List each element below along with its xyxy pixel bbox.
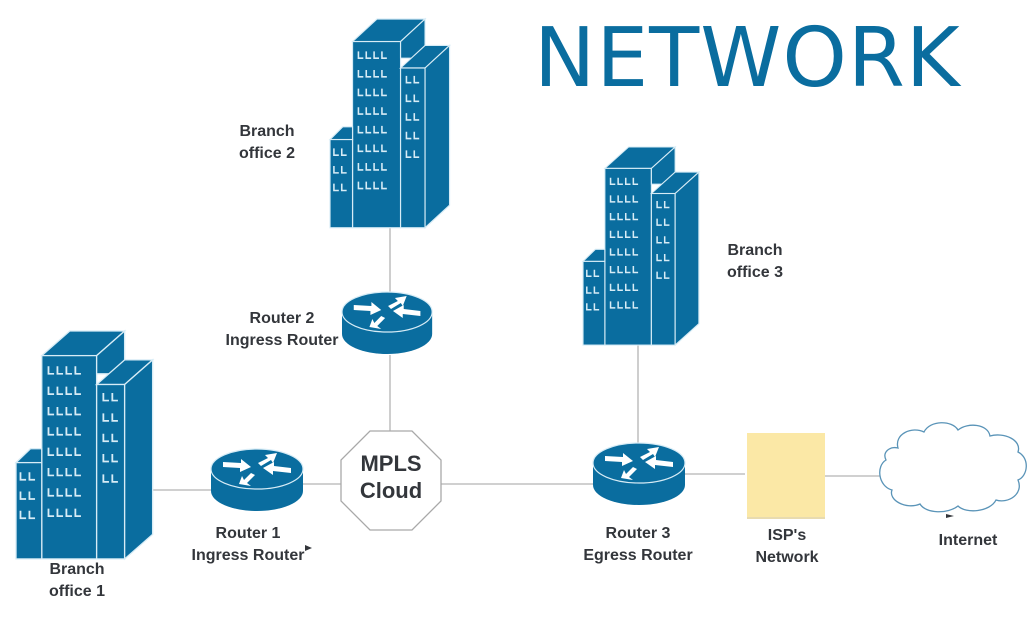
cloud-arrow-marker	[946, 514, 954, 518]
router-3-icon[interactable]	[592, 442, 686, 506]
router-3-label-line1: Router 3	[605, 525, 671, 542]
note-shadow	[747, 517, 825, 519]
branch-office-1-label-line2: office 1	[48, 583, 105, 600]
isp-network-label: ISP's Network	[746, 525, 828, 569]
router-2-label-line1: Router 2	[249, 310, 315, 327]
router-2-label: Router 2 Ingress Router	[218, 308, 346, 352]
router-3-label-line2: Egress Router	[583, 547, 693, 564]
mpls-cloud-label-line2: Cloud	[359, 478, 423, 503]
page-title: NETWORK	[534, 11, 961, 106]
mpls-cloud-label: MPLS Cloud	[345, 450, 437, 504]
router-2-label-line2: Ingress Router	[225, 332, 339, 349]
router1-arrow-marker	[305, 545, 312, 551]
branch-office-1-label-line1: Branch	[49, 561, 105, 578]
branch-office-2-label-line1: Branch	[239, 123, 295, 140]
isp-network-label-line1: ISP's	[767, 527, 807, 544]
branch-office-2-label: Branch office 2	[232, 121, 302, 165]
branch-office-3-building-icon[interactable]	[582, 146, 700, 346]
mpls-cloud-label-line1: MPLS	[360, 451, 422, 476]
mpls-cloud-octagon[interactable]	[340, 430, 442, 531]
branch-office-1-building-icon[interactable]	[15, 330, 154, 560]
router-1-label-line2: Ingress Router	[191, 547, 305, 564]
isp-network-note-icon[interactable]	[747, 433, 825, 517]
branch-office-3-label-line1: Branch	[727, 242, 783, 259]
isp-network-label-line2: Network	[755, 549, 819, 566]
internet-cloud-icon[interactable]	[879, 422, 1027, 513]
router-3-label: Router 3 Egress Router	[576, 523, 700, 567]
branch-office-2-building-icon[interactable]	[329, 18, 451, 229]
router-2-icon[interactable]	[341, 291, 433, 355]
branch-office-3-label: Branch office 3	[720, 240, 790, 284]
router-1-label-line1: Router 1	[215, 525, 281, 542]
internet-label-text: Internet	[938, 532, 998, 549]
branch-office-2-label-line2: office 2	[238, 145, 295, 162]
internet-label: Internet	[930, 530, 1006, 552]
router-1-icon[interactable]	[210, 448, 304, 512]
router-1-label: Router 1 Ingress Router	[186, 523, 310, 567]
branch-office-1-label: Branch office 1	[42, 559, 112, 603]
branch-office-3-label-line2: office 3	[726, 264, 783, 281]
